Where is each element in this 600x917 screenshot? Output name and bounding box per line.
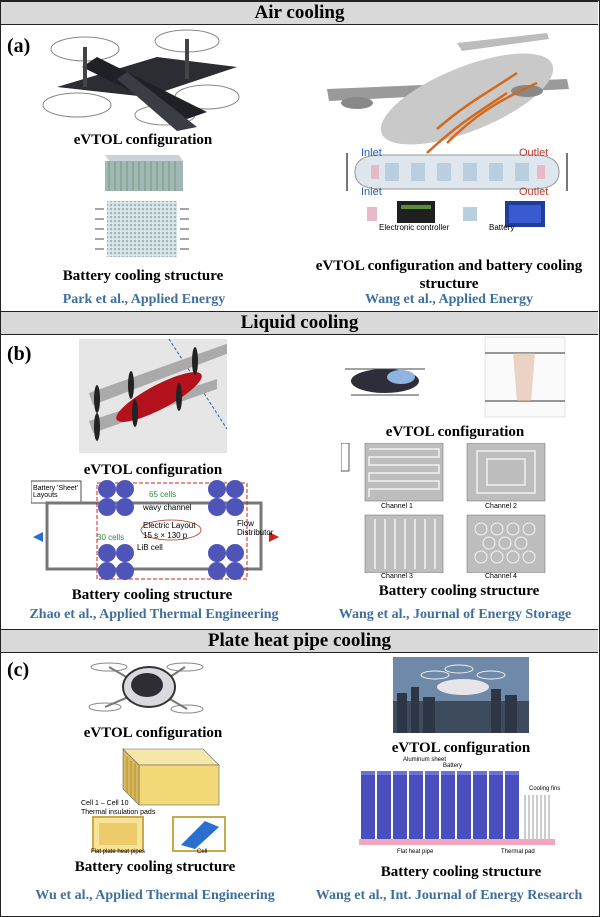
- channel-3-label: Channel 3: [381, 573, 413, 580]
- channel-4-label: Channel 4: [485, 573, 517, 580]
- cooling-channel-schematics: [341, 443, 546, 573]
- outlet-label-top: Outlet: [519, 147, 549, 159]
- wavy-channel-label: wavy channel: [143, 503, 192, 512]
- liquid-left-reference: Zhao et al., Applied Thermal Engineering: [29, 607, 279, 622]
- air-left-structure-caption: Battery cooling structure: [62, 268, 224, 284]
- electric-layout-label: Electric Layout: [143, 521, 196, 530]
- inlet-label-top: Inlet: [361, 147, 382, 159]
- plate-left-structure-caption: Battery cooling structure: [74, 859, 236, 875]
- panel-label-b: (b): [7, 343, 32, 365]
- inlet-label-bottom: Inlet: [361, 186, 382, 198]
- evtol-tiltwing-illustration: [42, 29, 240, 131]
- air-left-config-caption: eVTOL configuration: [73, 132, 213, 148]
- liquid-right-structure-caption: Battery cooling structure: [378, 583, 540, 599]
- legend-electronic-controller: Electronic controller: [379, 223, 450, 232]
- airflow-cell-grid: [95, 201, 189, 257]
- battery-pod-illustration: [346, 153, 568, 191]
- liquid-right-reference: Wang et al., Journal of Energy Storage: [338, 607, 572, 622]
- liquid-right-config-caption: eVTOL configuration: [385, 424, 525, 440]
- cell-range-label: Cell 1 – Cell 10: [81, 800, 129, 807]
- evtol-fixed-wing-illustration: [327, 33, 569, 154]
- heat-pipe-battery-module-diagram: [92, 748, 226, 852]
- legend-battery: Battery: [489, 223, 515, 232]
- plate-right-config-caption: eVTOL configuration: [391, 740, 531, 756]
- section-header-plate-heat-pipe-cooling: Plate heat pipe cooling: [1, 629, 598, 653]
- aluminum-sheet-label: Aluminum sheet: [403, 757, 447, 763]
- outlet-label-bottom: Outlet: [519, 186, 549, 198]
- plate-right-structure-caption: Battery cooling structure: [380, 864, 542, 880]
- section-header-air-cooling: Air cooling: [1, 1, 598, 25]
- flat-plate-heat-pipes-label: Flat plate heat pipes: [91, 849, 146, 855]
- plate-left-reference: Wu et al., Applied Thermal Engineering: [35, 888, 275, 903]
- thermal-insulation-pads-label: Thermal insulation pads: [81, 809, 156, 816]
- evtol-quadrotor-render-and-schematic: [345, 336, 566, 418]
- channel-2-label: Channel 2: [485, 503, 517, 510]
- electric-layout-value: 15 s × 130 p: [143, 531, 188, 540]
- component-legend-images: [367, 201, 545, 227]
- plate-left-config-caption: eVTOL configuration: [83, 725, 223, 741]
- air-right-caption: eVTOL configuration and battery cooling …: [315, 258, 583, 292]
- panel-label-c: (c): [7, 659, 30, 681]
- battery-block-illustration: [105, 155, 183, 191]
- thermal-pad-label: Thermal pad: [501, 849, 535, 855]
- cell-label: Cell: [197, 849, 208, 855]
- air-right-reference: Wang et al., Applied Energy: [364, 292, 534, 307]
- flow-distributor-label: Flow Distributor: [237, 519, 274, 537]
- liquid-left-structure-caption: Battery cooling structure: [71, 587, 233, 603]
- plate-right-reference: Wang et al., Int. Journal of Energy Rese…: [315, 888, 583, 903]
- evtol-pod-quadcopter-illustration: [88, 662, 204, 714]
- cells-65-label: 65 cells: [149, 490, 177, 499]
- air-left-reference: Park et al., Applied Energy: [62, 292, 226, 307]
- channel-1-label: Channel 1: [381, 503, 413, 510]
- evtol-red-fuselage-render: [79, 339, 227, 453]
- section-header-liquid-cooling: Liquid cooling: [1, 311, 598, 335]
- flat-heat-pipe-label: Flat heat pipe: [397, 849, 434, 855]
- liquid-left-config-caption: eVTOL configuration: [83, 462, 223, 478]
- battery-label: Battery: [443, 763, 463, 769]
- panel-label-a: (a): [7, 35, 31, 57]
- lib-cell-label: LiB cell: [137, 543, 163, 552]
- battery-sheet-layout-diagram: [31, 480, 279, 580]
- sheet-layouts-label: Battery 'Sheet' Layouts: [33, 485, 79, 499]
- evtol-city-flight-render: [393, 657, 529, 733]
- heat-pipe-battery-pack-diagram: [359, 771, 555, 845]
- cells-30-label: 30 cells: [97, 533, 125, 542]
- cooling-fins-label: Cooling fins: [529, 786, 561, 792]
